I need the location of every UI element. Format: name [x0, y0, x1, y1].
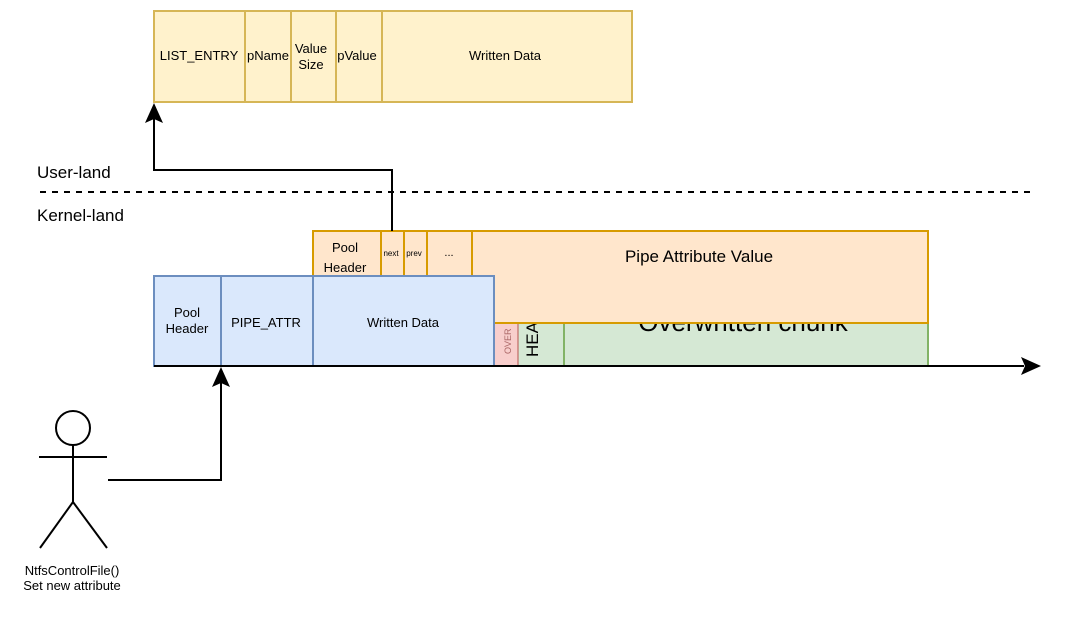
leak-arrow-head [145, 103, 163, 123]
actor-call-label: NtfsControlFile() [25, 563, 120, 578]
blue-written-data-label: Written Data [367, 315, 440, 330]
memory-axis-arrowhead [1021, 357, 1041, 375]
cell-value-size [290, 10, 337, 103]
stick-figure [39, 410, 108, 549]
cell-pname [244, 10, 292, 103]
write-arrow-path [108, 382, 222, 481]
leak-arrow [145, 103, 393, 231]
actor-action-label: Set new attribute [23, 578, 121, 593]
orange-value [471, 230, 929, 324]
write-arrow-head [212, 367, 230, 387]
written-data-label: Written Data [469, 48, 542, 63]
pvalue-label: pValue [337, 48, 377, 63]
write-arrow [108, 367, 230, 481]
pipe-attribute-value-label: Pipe Attribute Value [625, 247, 773, 266]
pname-label: pName [247, 48, 289, 63]
overflow-label: OVER [503, 328, 513, 354]
blue-pool-header [153, 275, 222, 367]
chunk-header-label: HEA [523, 321, 542, 357]
list-entry-label: LIST_ENTRY [160, 48, 239, 63]
next-label: next [383, 249, 399, 258]
leak-arrow-path [153, 118, 393, 231]
ellipsis-label: ... [444, 247, 453, 259]
pipe-attr-label: PIPE_ATTR [231, 315, 301, 330]
memory-axis [154, 357, 1041, 375]
user-land-label: User-land [37, 163, 111, 182]
kernel-land-label: Kernel-land [37, 206, 124, 225]
cell-list-entry [153, 10, 246, 103]
actor: NtfsControlFile() Set new attribute [23, 410, 121, 593]
cell-written-data [381, 10, 633, 103]
prev-label: prev [406, 249, 422, 258]
